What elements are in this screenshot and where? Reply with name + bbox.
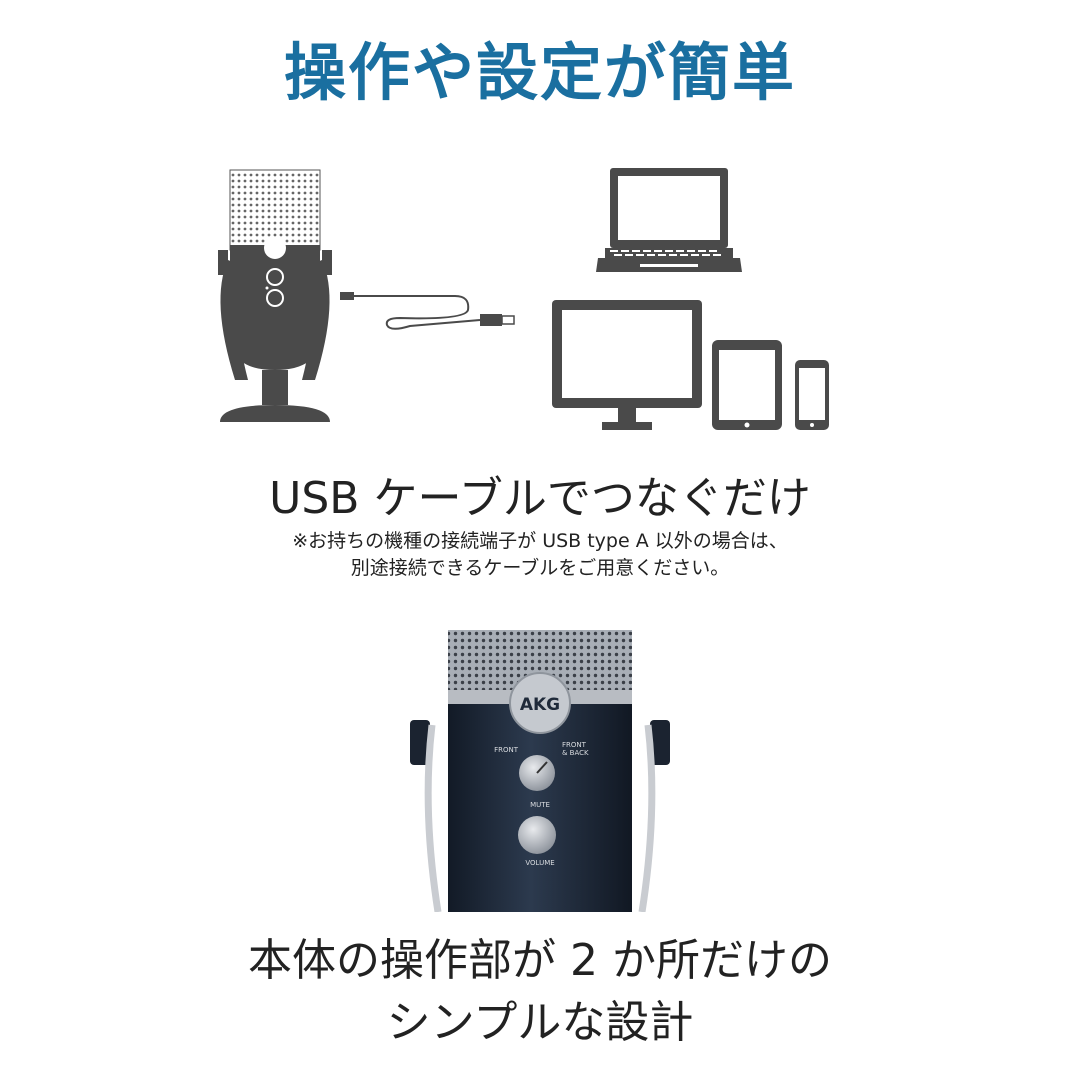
brand-logo: AKG (520, 695, 560, 715)
front-back-label-2: & BACK (562, 749, 589, 757)
design-caption: 本体の操作部が 2 か所だけの シンプルな設計 (0, 930, 1080, 1054)
design-caption-line-1: 本体の操作部が 2 か所だけの (248, 935, 832, 986)
connection-illustration (218, 168, 829, 430)
front-label: FRONT (494, 746, 519, 754)
page-title: 操作や設定が簡単 (283, 36, 796, 109)
volume-label: VOLUME (525, 859, 554, 867)
usb-cable-icon (340, 292, 515, 330)
note-line-1: ※お持ちの機種の接続端子が USB type A 以外の場合は、 (292, 530, 788, 552)
front-back-label: FRONT (562, 741, 587, 749)
connection-caption: USB ケーブルでつなぐだけ (269, 473, 811, 524)
monitor-icon (552, 300, 702, 430)
smartphone-icon (795, 360, 829, 430)
mute-label: MUTE (530, 801, 550, 809)
tablet-icon (712, 340, 782, 430)
microphone-photo: AKG FRONT FRONT & BACK MUTE VOLUME (410, 630, 670, 912)
volume-knob[interactable] (518, 816, 556, 854)
note-line-2: 別途接続できるケーブルをご用意ください。 (350, 557, 730, 579)
laptop-icon (596, 168, 742, 272)
compatibility-note: ※お持ちの機種の接続端子が USB type A 以外の場合は、 別途接続できる… (0, 528, 1080, 582)
microphone-icon (218, 169, 332, 422)
design-caption-line-2: シンプルな設計 (386, 997, 694, 1048)
